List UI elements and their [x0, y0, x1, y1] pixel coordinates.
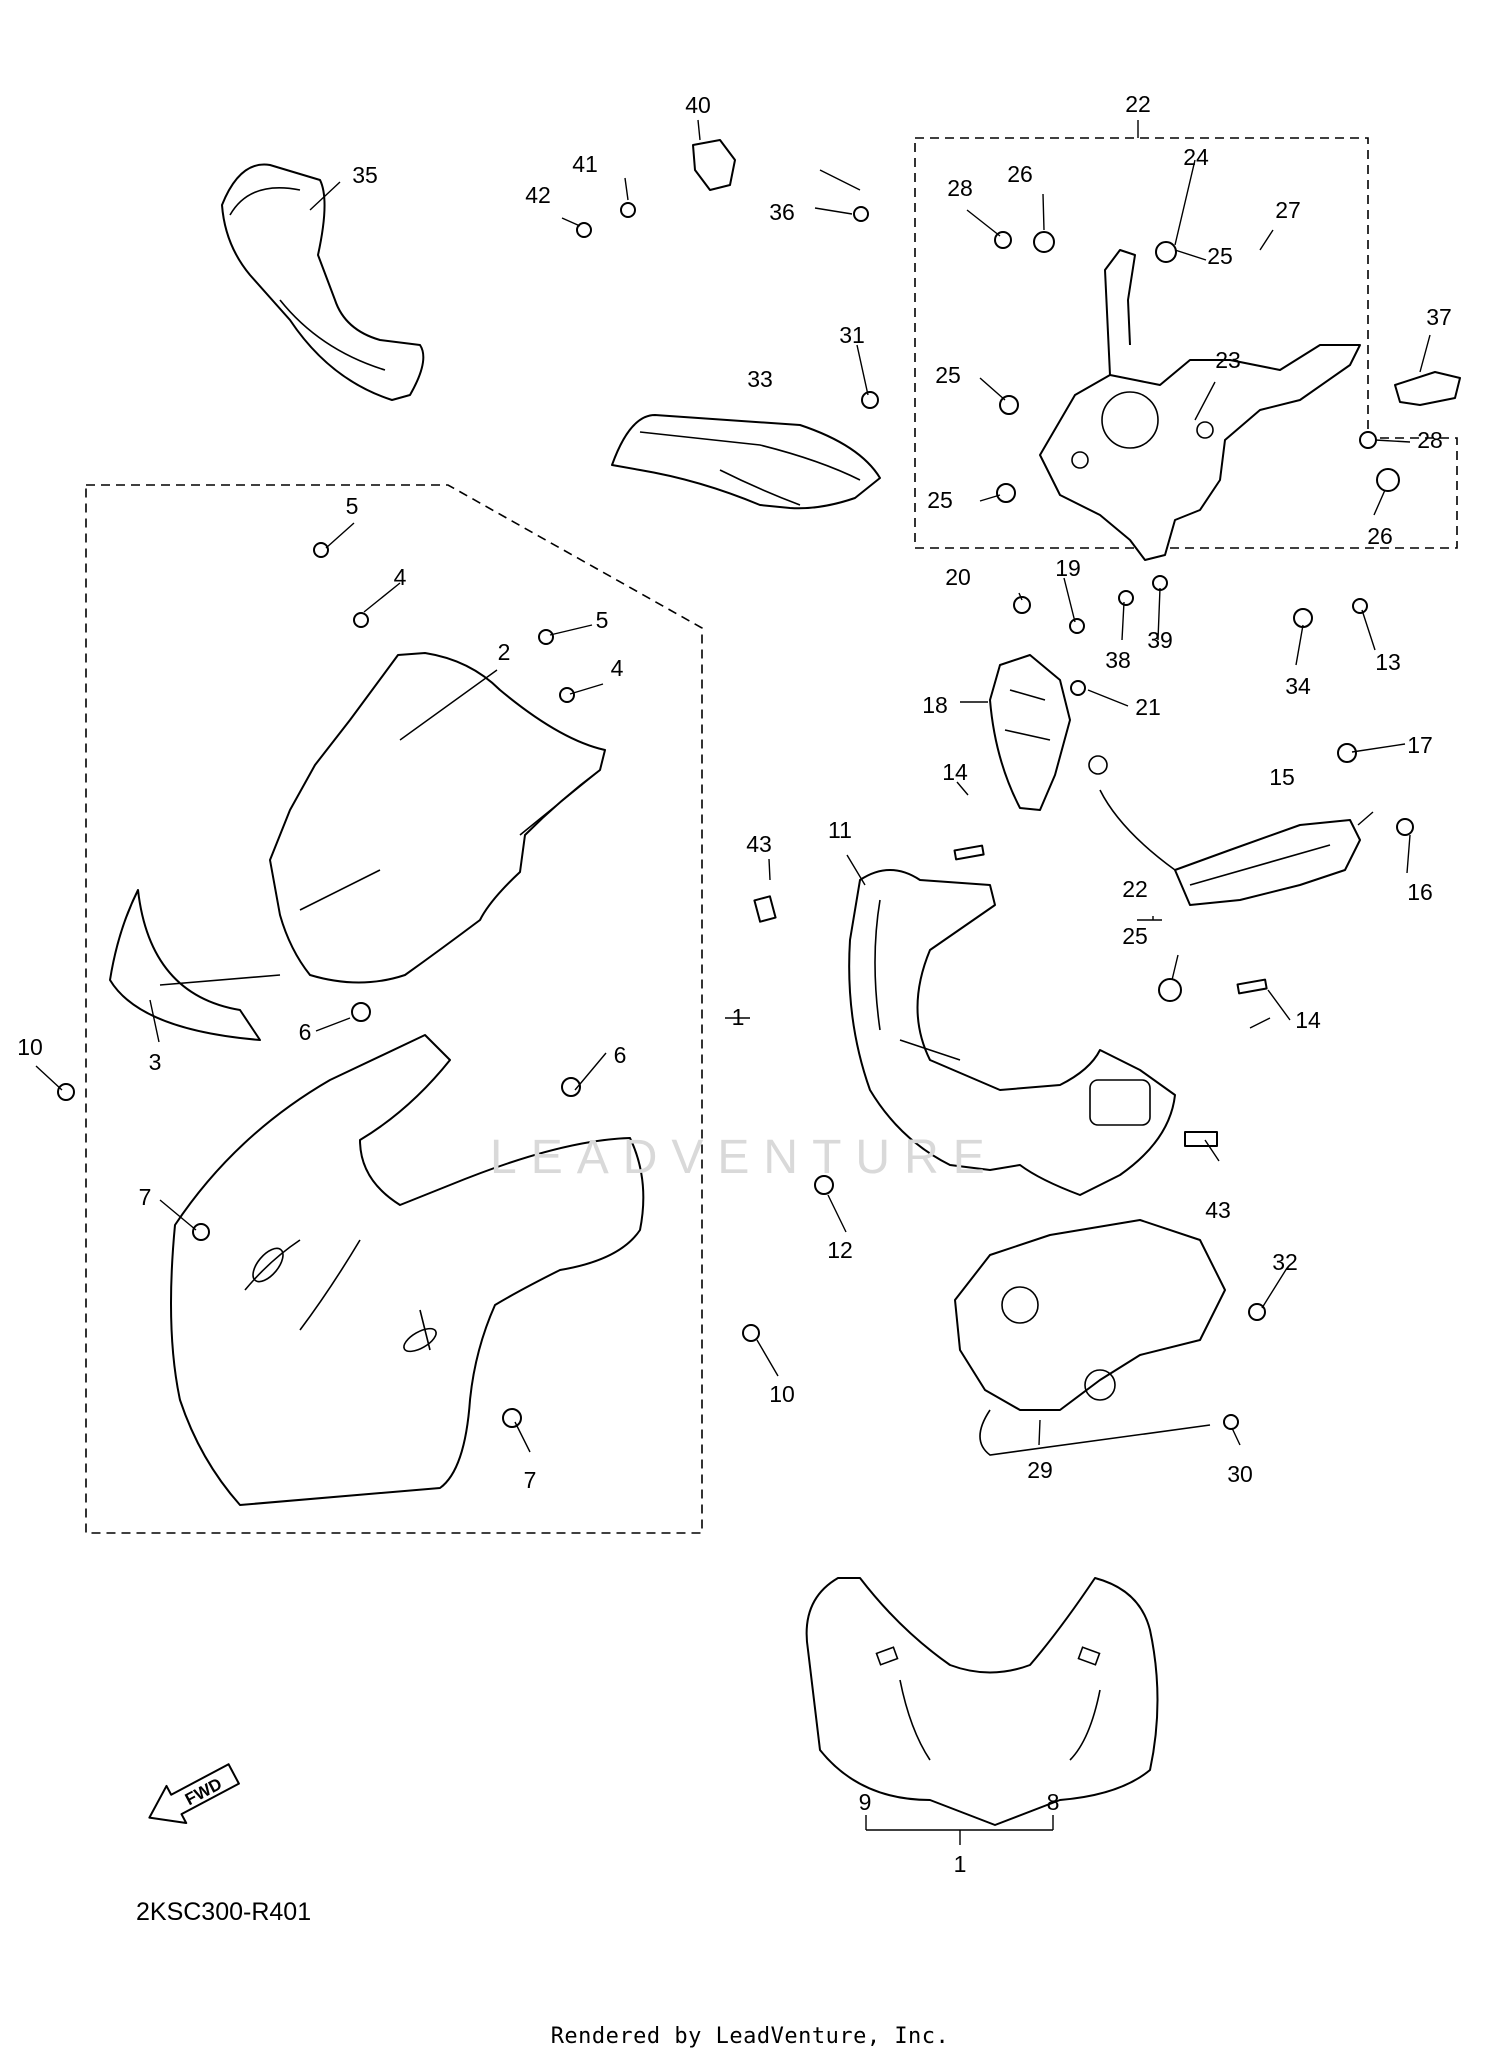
callout-c30: 30 [1227, 1461, 1253, 1487]
callout-c22b: 22 [1122, 876, 1148, 902]
callout-c6b: 6 [614, 1042, 627, 1068]
callout-c7b: 7 [524, 1467, 537, 1493]
callout-c10b: 10 [769, 1381, 795, 1407]
callout-c29: 29 [1027, 1457, 1053, 1483]
callout-c5a: 5 [346, 493, 359, 519]
cowling-1-front[interactable] [805, 1577, 1159, 1826]
callout-c18: 18 [922, 692, 948, 718]
callout-c25d: 25 [1122, 923, 1148, 949]
turn-signal-15[interactable] [1088, 755, 1361, 906]
callout-c25c: 25 [927, 487, 953, 513]
callout-c7a: 7 [139, 1184, 152, 1210]
fasteners [57, 202, 1414, 1430]
rendered-by-footer: Rendered by LeadVenture, Inc. [550, 2024, 950, 2049]
cover-33[interactable] [611, 414, 881, 510]
callout-c19: 19 [1055, 555, 1081, 581]
callout-c27: 27 [1275, 197, 1301, 223]
callout-c3: 3 [149, 1049, 162, 1075]
callout-c4b: 4 [611, 655, 624, 681]
callout-c20: 20 [945, 564, 971, 590]
callout-c25b: 25 [935, 362, 961, 388]
callout-c17: 17 [1407, 732, 1433, 758]
trim-3[interactable] [109, 889, 281, 1041]
callout-c4a: 4 [394, 564, 407, 590]
leader-lines [35, 119, 1431, 1845]
callout-c28b: 28 [1417, 427, 1443, 453]
callout-c10a: 10 [17, 1034, 43, 1060]
callout-c43b: 43 [1205, 1197, 1231, 1223]
headlight-unit-29[interactable] [954, 1219, 1226, 1456]
callout-c36: 36 [769, 199, 795, 225]
callout-c42: 42 [525, 182, 551, 208]
callout-c6a: 6 [299, 1019, 312, 1045]
cowling-1-left[interactable] [170, 1034, 645, 1506]
callout-c24: 24 [1183, 144, 1209, 170]
callout-c40: 40 [685, 92, 711, 118]
callout-c25a: 25 [1207, 243, 1233, 269]
callout-c15: 15 [1269, 764, 1295, 790]
callout-c35: 35 [352, 162, 378, 188]
callout-c9: 9 [859, 1789, 872, 1815]
callout-c11: 11 [828, 817, 852, 843]
callout-c38: 38 [1105, 647, 1131, 673]
callout-c37: 37 [1426, 304, 1452, 330]
callout-c41: 41 [572, 151, 598, 177]
callout-c12: 12 [827, 1237, 853, 1263]
callout-c14b: 14 [1295, 1007, 1321, 1033]
callout-c5b: 5 [596, 607, 609, 633]
group-box-22 [914, 137, 1458, 549]
group-box-1 [85, 484, 703, 1534]
windshield-2[interactable] [269, 652, 606, 984]
callout-c28a: 28 [947, 175, 973, 201]
callout-c22a: 22 [1125, 91, 1151, 117]
callout-c39: 39 [1147, 627, 1173, 653]
callout-c23: 23 [1215, 347, 1241, 373]
callout-c34: 34 [1285, 673, 1311, 699]
watermark: LEADVENTURE [490, 1131, 999, 1184]
callout-c16: 16 [1407, 879, 1433, 905]
callout-c33: 33 [747, 366, 773, 392]
bracket-assembly-23[interactable] [1039, 249, 1361, 561]
callout-c8: 8 [1047, 1789, 1060, 1815]
callout-c13: 13 [1375, 649, 1401, 675]
mirror-35[interactable] [221, 163, 425, 401]
turn-signal-18[interactable] [989, 654, 1071, 811]
headlight-bracket-11[interactable] [848, 869, 1176, 1196]
callout-c14a: 14 [942, 759, 968, 785]
callout-c43a: 43 [746, 831, 772, 857]
diagram-code: 2KSC300-R401 [136, 1898, 312, 1926]
callout-c26a: 26 [1007, 161, 1033, 187]
fwd-arrow: FWD [148, 1763, 240, 1824]
clips-14-43 [753, 844, 1268, 1147]
callout-c31: 31 [839, 322, 865, 348]
callout-c26b: 26 [1367, 523, 1393, 549]
callout-c1b: 1 [954, 1851, 967, 1877]
hardware-37[interactable] [1394, 371, 1461, 406]
callout-c2: 2 [498, 639, 511, 665]
callout-c1a: 1 [732, 1004, 745, 1030]
callout-c32: 32 [1272, 1249, 1298, 1275]
hardware-40[interactable] [692, 139, 736, 191]
callout-c21: 21 [1135, 694, 1161, 720]
